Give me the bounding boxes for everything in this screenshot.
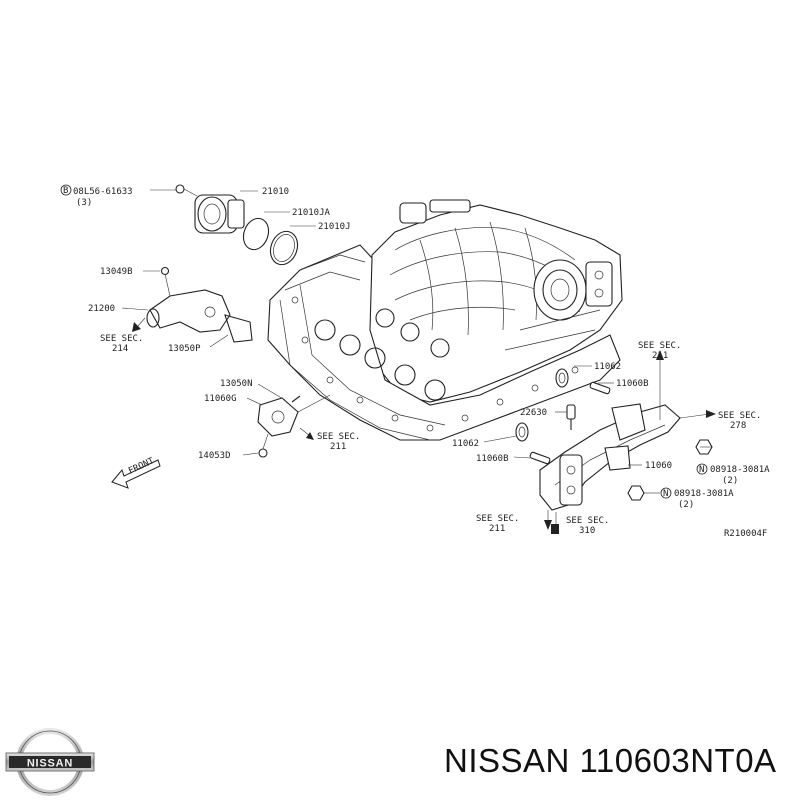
callout-11062-mid: 11062 <box>452 439 479 449</box>
logo-text: NISSAN <box>27 758 73 770</box>
callout-nut-qty-2: (2) <box>678 500 694 510</box>
callout-11060: 11060 <box>645 461 672 471</box>
callout-11062-right: 11062 <box>594 362 621 372</box>
callout-nut-ref-2: N <box>663 489 668 499</box>
callout-13050P: 13050P <box>168 344 201 354</box>
callout-nut-qty-1: (2) <box>722 476 738 486</box>
diagram-reference-code: R210004F <box>724 529 767 539</box>
lower-hose-fitting <box>257 394 331 458</box>
temp-sensor <box>566 404 576 430</box>
callout-08L56-61633: 08L56-61633 <box>73 187 133 197</box>
callout-see-sec-211-bottom: SEE SEC. <box>476 514 519 524</box>
engine-assembly <box>267 199 623 441</box>
thermostat-gaskets <box>242 217 299 266</box>
callout-21010: 21010 <box>262 187 289 197</box>
callout-see-sec-214-num: 214 <box>112 344 128 354</box>
callout-see-sec-214: SEE SEC. <box>100 334 143 344</box>
callout-14053D: 14053D <box>198 451 231 461</box>
callout-11060G: 11060G <box>204 394 237 404</box>
callout-see-sec-310-num: 310 <box>579 526 595 536</box>
water-outlet-pipe <box>539 403 681 511</box>
callout-08918-3081A-2: 08918-3081A <box>674 489 734 499</box>
callout-see-sec-211-left: SEE SEC. <box>317 432 360 442</box>
section-arrows <box>111 317 716 534</box>
callout-21010J: 21010J <box>318 222 351 232</box>
callout-see-sec-211-top: SEE SEC. <box>638 341 681 351</box>
callout-see-sec-211-top-num: 211 <box>652 351 668 361</box>
thermostat-housing <box>175 184 245 234</box>
callout-nut-ref-1: N <box>699 465 704 475</box>
leader-lines <box>121 189 712 494</box>
gasket-11062-right <box>555 368 569 388</box>
part-number-title: NISSAN 110603NT0A <box>444 742 777 779</box>
bolt-ref-circle <box>60 184 72 196</box>
callout-13049B: 13049B <box>100 267 133 277</box>
callout-21200: 21200 <box>88 304 115 314</box>
callout-see-sec-211-bottom-num: 211 <box>489 524 505 534</box>
callout-see-sec-310: SEE SEC. <box>566 516 609 526</box>
callout-21010JA: 21010JA <box>292 208 331 218</box>
callout-labels: B 08L56-61633 (3) 21010 21010JA 21010J 1… <box>60 184 770 539</box>
callout-11060B-mid: 11060B <box>476 454 509 464</box>
callout-see-sec-278-num: 278 <box>730 421 746 431</box>
callout-13050N: 13050N <box>220 379 253 389</box>
gasket-11062-mid <box>515 422 529 442</box>
nut-ref-circle-1 <box>696 463 708 475</box>
callout-08918-3081A-1: 08918-3081A <box>710 465 770 475</box>
callout-see-sec-278: SEE SEC. <box>718 411 761 421</box>
callout-bolt-qty: (3) <box>76 198 92 208</box>
nut-ref-circle-2 <box>660 487 672 499</box>
callout-see-sec-211-left-num: 211 <box>330 442 346 452</box>
callout-bolt-ref: B <box>63 186 68 196</box>
water-inlet <box>146 266 253 343</box>
callout-11060B-right: 11060B <box>616 379 649 389</box>
callout-22630: 22630 <box>520 408 547 418</box>
front-label: FRONT <box>127 456 156 477</box>
stud-bolts <box>529 381 611 465</box>
nissan-logo: NISSAN <box>5 728 95 796</box>
